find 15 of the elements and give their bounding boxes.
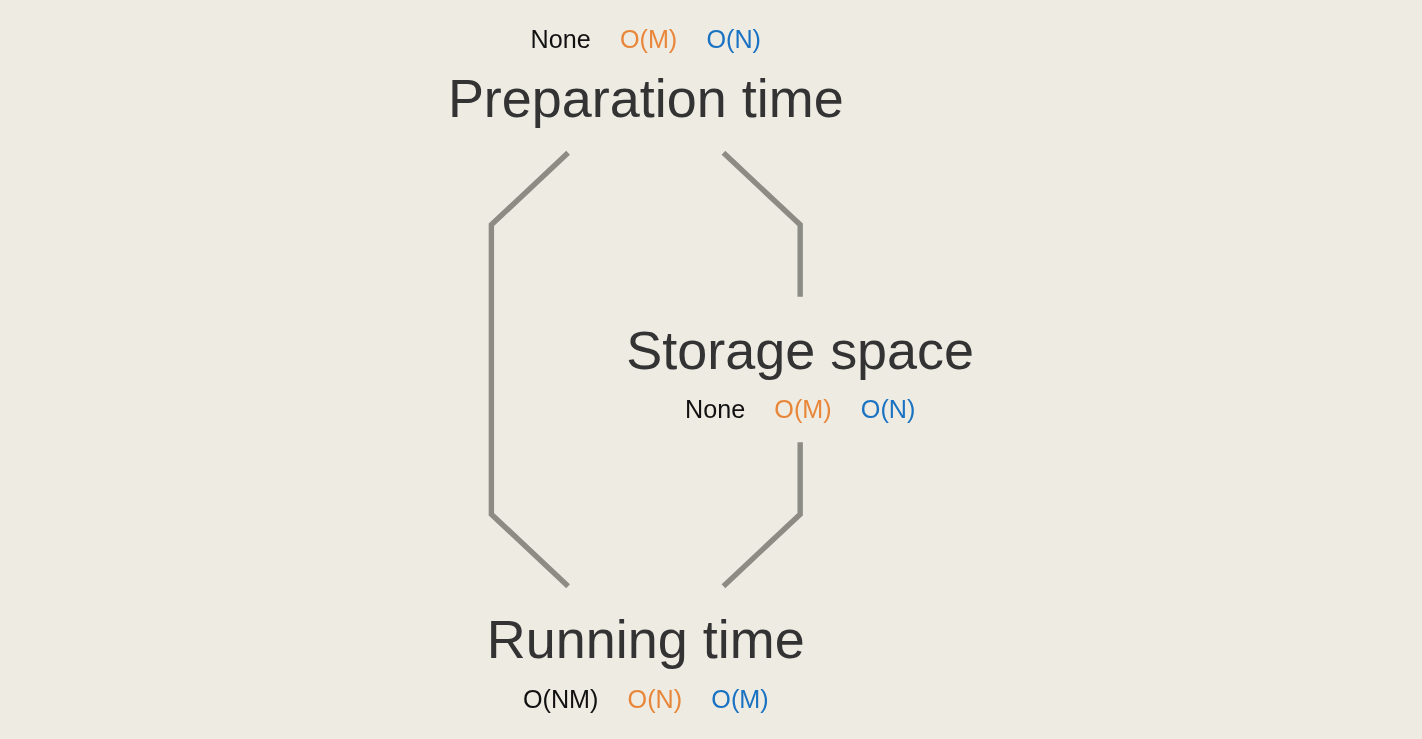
node-label: O(M) — [711, 685, 769, 713]
node-label: O(N) — [627, 685, 683, 713]
connector — [721, 150, 803, 297]
node-text: Preparation time — [447, 68, 844, 129]
node-text: Running time — [486, 609, 805, 670]
node-label: O(N) — [706, 25, 761, 54]
node-text: Storage space — [626, 320, 975, 381]
connector — [488, 150, 570, 589]
node-label: O(NM) — [522, 685, 599, 713]
node-label: O(M) — [774, 395, 832, 424]
node-label: O(M) — [619, 25, 678, 54]
connector — [721, 442, 803, 589]
node-label: O(N) — [860, 395, 916, 424]
node-label: None — [684, 395, 746, 424]
node-label: None — [530, 25, 591, 54]
